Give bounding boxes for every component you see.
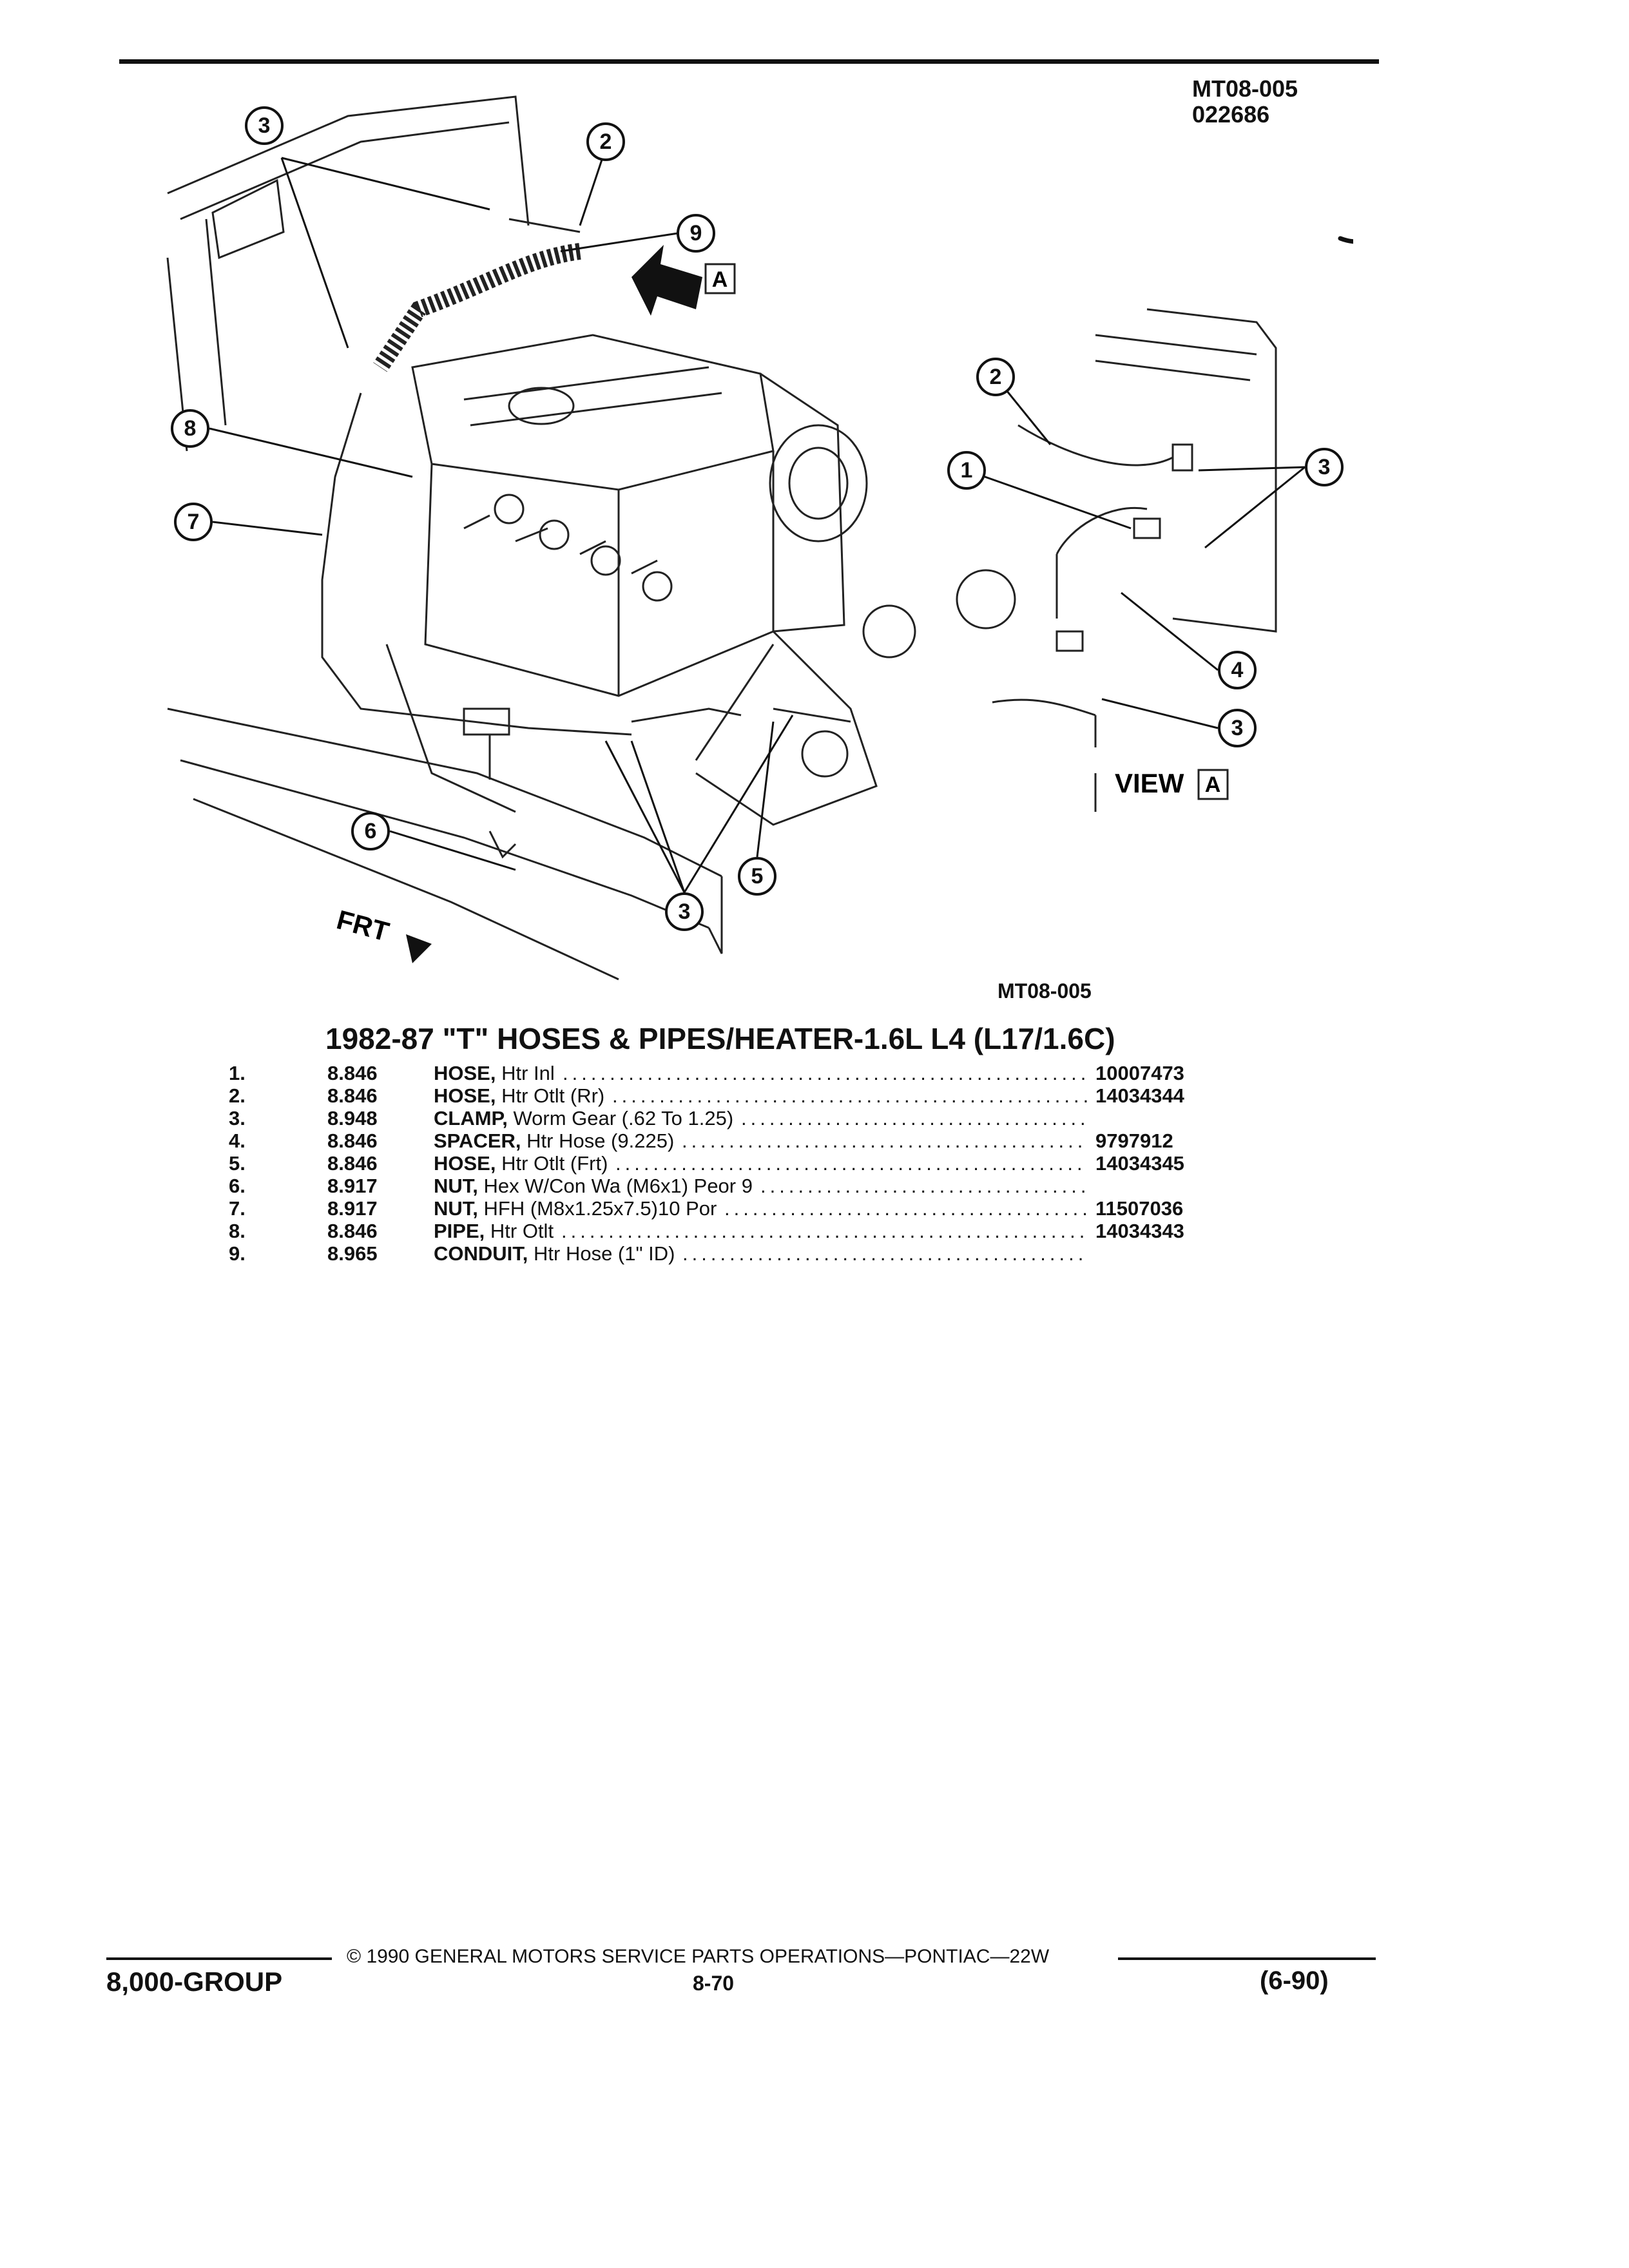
dot-leader: ........................................… bbox=[760, 1175, 1086, 1197]
svg-text:7: 7 bbox=[188, 510, 200, 534]
part-description: CLAMP, Worm Gear (.62 To 1.25) bbox=[434, 1107, 734, 1129]
part-description: HOSE, Htr Inl bbox=[434, 1062, 555, 1084]
section-title: 1982-87 "T" HOSES & PIPES/HEATER-1.6L L4… bbox=[325, 1022, 1115, 1055]
callout-2: 2 bbox=[586, 122, 625, 161]
part-description: HOSE, Htr Otlt (Frt) bbox=[434, 1152, 608, 1175]
top-rule bbox=[119, 59, 1379, 64]
dot-leader: ........................................… bbox=[682, 1129, 1088, 1152]
callout-3-view-lower: 3 bbox=[1218, 709, 1257, 747]
part-number: 10007473 bbox=[1095, 1062, 1184, 1084]
part-description: NUT, Hex W/Con Wa (M6x1) Peor 9 bbox=[434, 1175, 753, 1197]
dot-leader: ........................................… bbox=[612, 1084, 1088, 1107]
part-group: 8.965 bbox=[327, 1242, 378, 1265]
footer-copyright: © 1990 GENERAL MOTORS SERVICE PARTS OPER… bbox=[347, 1946, 1050, 1967]
part-number-index: 5. bbox=[229, 1152, 246, 1175]
front-label: FRT bbox=[334, 904, 392, 947]
callout-3-view-upper: 3 bbox=[1305, 448, 1344, 486]
svg-text:4: 4 bbox=[1231, 658, 1244, 682]
front-indicator: FRT bbox=[334, 904, 432, 963]
hose-assembly bbox=[321, 218, 851, 780]
engine-block bbox=[385, 334, 916, 826]
view-a-arrow: A bbox=[631, 245, 736, 316]
part-number: 14034344 bbox=[1095, 1084, 1184, 1107]
svg-text:1: 1 bbox=[961, 458, 973, 483]
header-code-line1: MT08-005 bbox=[1192, 75, 1298, 102]
figure-code: MT08-005 bbox=[998, 979, 1092, 1003]
frame-rail bbox=[167, 707, 723, 981]
callout-7: 7 bbox=[174, 503, 213, 541]
part-group: 8.846 bbox=[327, 1152, 378, 1175]
part-description: HOSE, Htr Otlt (Rr) bbox=[434, 1084, 605, 1107]
dot-leader: ........................................… bbox=[724, 1197, 1088, 1220]
part-group: 8.846 bbox=[327, 1129, 378, 1152]
dot-leader: ........................................… bbox=[682, 1242, 1086, 1265]
svg-text:6: 6 bbox=[365, 819, 377, 843]
callout-3-top: 3 bbox=[245, 106, 284, 145]
part-description: CONDUIT, Htr Hose (1" ID) bbox=[434, 1242, 675, 1265]
part-number-index: 3. bbox=[229, 1107, 246, 1129]
part-number: 14034345 bbox=[1095, 1152, 1184, 1175]
svg-text:3: 3 bbox=[1318, 455, 1331, 479]
part-number: 14034343 bbox=[1095, 1220, 1184, 1242]
callout-4-view: 4 bbox=[1218, 651, 1257, 689]
callout-2-view: 2 bbox=[976, 358, 1015, 396]
part-group: 8.846 bbox=[327, 1084, 378, 1107]
part-number: 11507036 bbox=[1095, 1197, 1184, 1220]
part-description: NUT, HFH (M8x1.25x7.5)10 Por bbox=[434, 1197, 717, 1220]
header-code-line2: 022686 bbox=[1192, 101, 1270, 128]
svg-text:8: 8 bbox=[184, 416, 197, 441]
footer-rule-right bbox=[1118, 1957, 1376, 1960]
part-number: 9797912 bbox=[1095, 1129, 1173, 1152]
callout-5: 5 bbox=[738, 857, 776, 896]
callout-3-bottom: 3 bbox=[665, 892, 704, 931]
part-group: 8.917 bbox=[327, 1197, 378, 1220]
callout-8: 8 bbox=[171, 409, 209, 448]
margin-mark-1 bbox=[1338, 236, 1353, 244]
svg-text:5: 5 bbox=[751, 864, 764, 889]
arrow-box-letter: A bbox=[712, 267, 728, 292]
leader-lines bbox=[209, 157, 1306, 893]
callout-1-view: 1 bbox=[947, 451, 986, 490]
callout-9: 9 bbox=[677, 214, 715, 253]
part-number-index: 7. bbox=[229, 1197, 246, 1220]
part-number-index: 6. bbox=[229, 1175, 246, 1197]
footer-date: (6-90) bbox=[1260, 1966, 1329, 1995]
dot-leader: ........................................… bbox=[615, 1152, 1088, 1175]
svg-text:3: 3 bbox=[258, 113, 271, 138]
svg-text:9: 9 bbox=[690, 221, 702, 245]
footer-page-number: 8-70 bbox=[693, 1972, 735, 1995]
parts-diagram: A FRT VIEW A 3 2 9 8 7 6 3 5 2 bbox=[166, 95, 1353, 981]
part-number-index: 9. bbox=[229, 1242, 246, 1265]
svg-text:2: 2 bbox=[600, 130, 612, 154]
footer-rule-left bbox=[106, 1957, 332, 1960]
svg-text:2: 2 bbox=[990, 365, 1002, 389]
callout-3-view-spacer: 3 bbox=[1231, 716, 1244, 740]
svg-text:3: 3 bbox=[679, 899, 691, 924]
svg-text:3: 3 bbox=[1231, 716, 1244, 740]
part-number-index: 4. bbox=[229, 1129, 246, 1152]
part-description: PIPE, Htr Otlt bbox=[434, 1220, 554, 1242]
part-number-index: 8. bbox=[229, 1220, 246, 1242]
part-group: 8.846 bbox=[327, 1220, 378, 1242]
footer-group: 8,000-GROUP bbox=[106, 1966, 283, 1997]
view-label: VIEW bbox=[1115, 768, 1184, 798]
view-a-detail bbox=[956, 308, 1277, 812]
dot-leader: ........................................… bbox=[563, 1062, 1088, 1084]
part-group: 8.846 bbox=[327, 1062, 378, 1084]
part-number-index: 1. bbox=[229, 1062, 246, 1084]
part-group: 8.917 bbox=[327, 1175, 378, 1197]
dot-leader: ........................................… bbox=[741, 1107, 1086, 1129]
dot-leader: ........................................… bbox=[561, 1220, 1088, 1242]
part-group: 8.948 bbox=[327, 1107, 378, 1129]
view-letter: A bbox=[1205, 773, 1221, 797]
callout-6: 6 bbox=[351, 812, 390, 850]
part-description: SPACER, Htr Hose (9.225) bbox=[434, 1129, 675, 1152]
part-number-index: 2. bbox=[229, 1084, 246, 1107]
callout-group: 3 2 9 8 7 6 3 5 2 1 3 3 4 3 bbox=[171, 106, 1344, 931]
header-codes: MT08-005 022686 bbox=[1192, 76, 1298, 128]
